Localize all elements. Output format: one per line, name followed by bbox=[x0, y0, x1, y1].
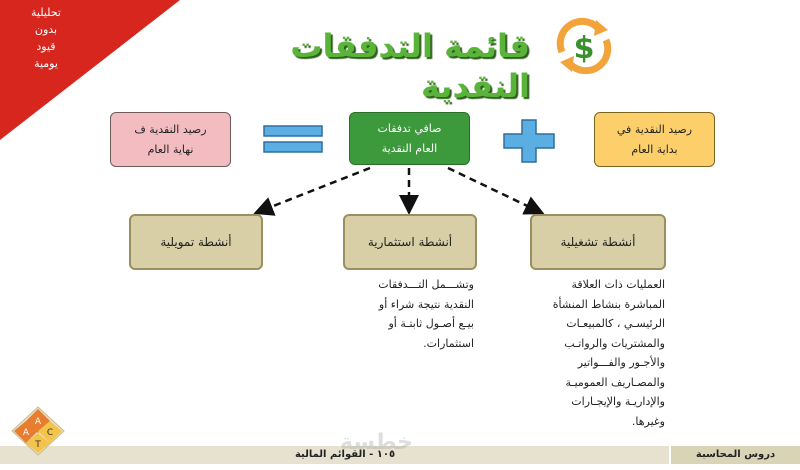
page-title: قائمة التدفقات النقدية bbox=[290, 27, 530, 105]
description-line: النقدية نتيجة شراء أو bbox=[378, 297, 474, 311]
footer-bar bbox=[0, 446, 800, 464]
equals-icon bbox=[263, 125, 323, 153]
box-label: نهاية العام bbox=[147, 142, 194, 156]
description-line: المباشرة بنشاط المنشأة bbox=[552, 297, 665, 311]
arrow-to-operating bbox=[447, 166, 545, 215]
corner-line: قيود bbox=[36, 40, 56, 53]
corner-line: يومية bbox=[34, 57, 58, 70]
description-line: الرئيسـي ، كالمبيعـات bbox=[566, 317, 665, 330]
investing-description: وتشـــمل التـــدفقات النقدية نتيجة شراء … bbox=[340, 275, 474, 353]
logo-letter: T bbox=[34, 440, 41, 450]
footer-page-label: ١٠٥ - القوائم المالية bbox=[294, 449, 396, 460]
net-cash-flow-box: صافي تدفقات العام النقدية bbox=[349, 112, 470, 165]
description-line: والأجـور والفـــواتير bbox=[577, 356, 665, 369]
corner-line: تحليلية bbox=[31, 6, 61, 19]
operating-description: العمليات ذات العلاقة المباشرة بنشاط المن… bbox=[523, 275, 665, 431]
description-line: وغيرها. bbox=[631, 414, 665, 428]
description-line: وتشـــمل التـــدفقات bbox=[378, 278, 474, 291]
logo-letter: A bbox=[35, 417, 42, 427]
description-line: استثمارات. bbox=[423, 336, 474, 350]
watermark: خطسة bbox=[340, 430, 414, 455]
description-line: والمصـاريف العموميـة bbox=[565, 375, 665, 389]
dollar-cycle-icon: $ bbox=[556, 17, 612, 75]
description-line: العمليات ذات العلاقة bbox=[571, 278, 665, 291]
financing-activities-box: أنشطة تمويلية bbox=[129, 214, 263, 270]
operating-activities-box: أنشطة تشغيلية bbox=[530, 214, 666, 270]
logo-letter: A bbox=[23, 428, 30, 438]
box-label: رصيد النقدية في bbox=[616, 122, 693, 136]
corner-line: بدون bbox=[34, 23, 58, 36]
description-line: بيـع أصـول ثابتـة أو bbox=[388, 317, 474, 330]
corner-ribbon-text: تحليلية بدون قيود يومية bbox=[0, 4, 92, 72]
footer-course-label: دروس المحاسبة bbox=[669, 446, 800, 464]
investing-activities-box: أنشطة استثمارية bbox=[343, 214, 477, 270]
svg-text:$: $ bbox=[574, 31, 595, 66]
logo-letter: C bbox=[47, 428, 53, 438]
box-label: رصيد النقدية ف bbox=[134, 122, 207, 136]
arrow-to-financing bbox=[253, 166, 371, 216]
description-line: والمشتريات والرواتـب bbox=[564, 336, 665, 350]
plus-icon bbox=[503, 119, 555, 163]
acta-logo-icon: A C T A bbox=[11, 406, 65, 456]
cash-ending-box: رصيد النقدية ف نهاية العام bbox=[110, 112, 231, 167]
box-label: العام النقدية bbox=[381, 141, 438, 155]
box-label: بداية العام bbox=[631, 142, 678, 156]
description-line: والإداريـة والإيجـارات bbox=[571, 395, 665, 408]
box-label: صافي تدفقات bbox=[377, 121, 442, 135]
cash-beginning-box: رصيد النقدية في بداية العام bbox=[594, 112, 715, 167]
